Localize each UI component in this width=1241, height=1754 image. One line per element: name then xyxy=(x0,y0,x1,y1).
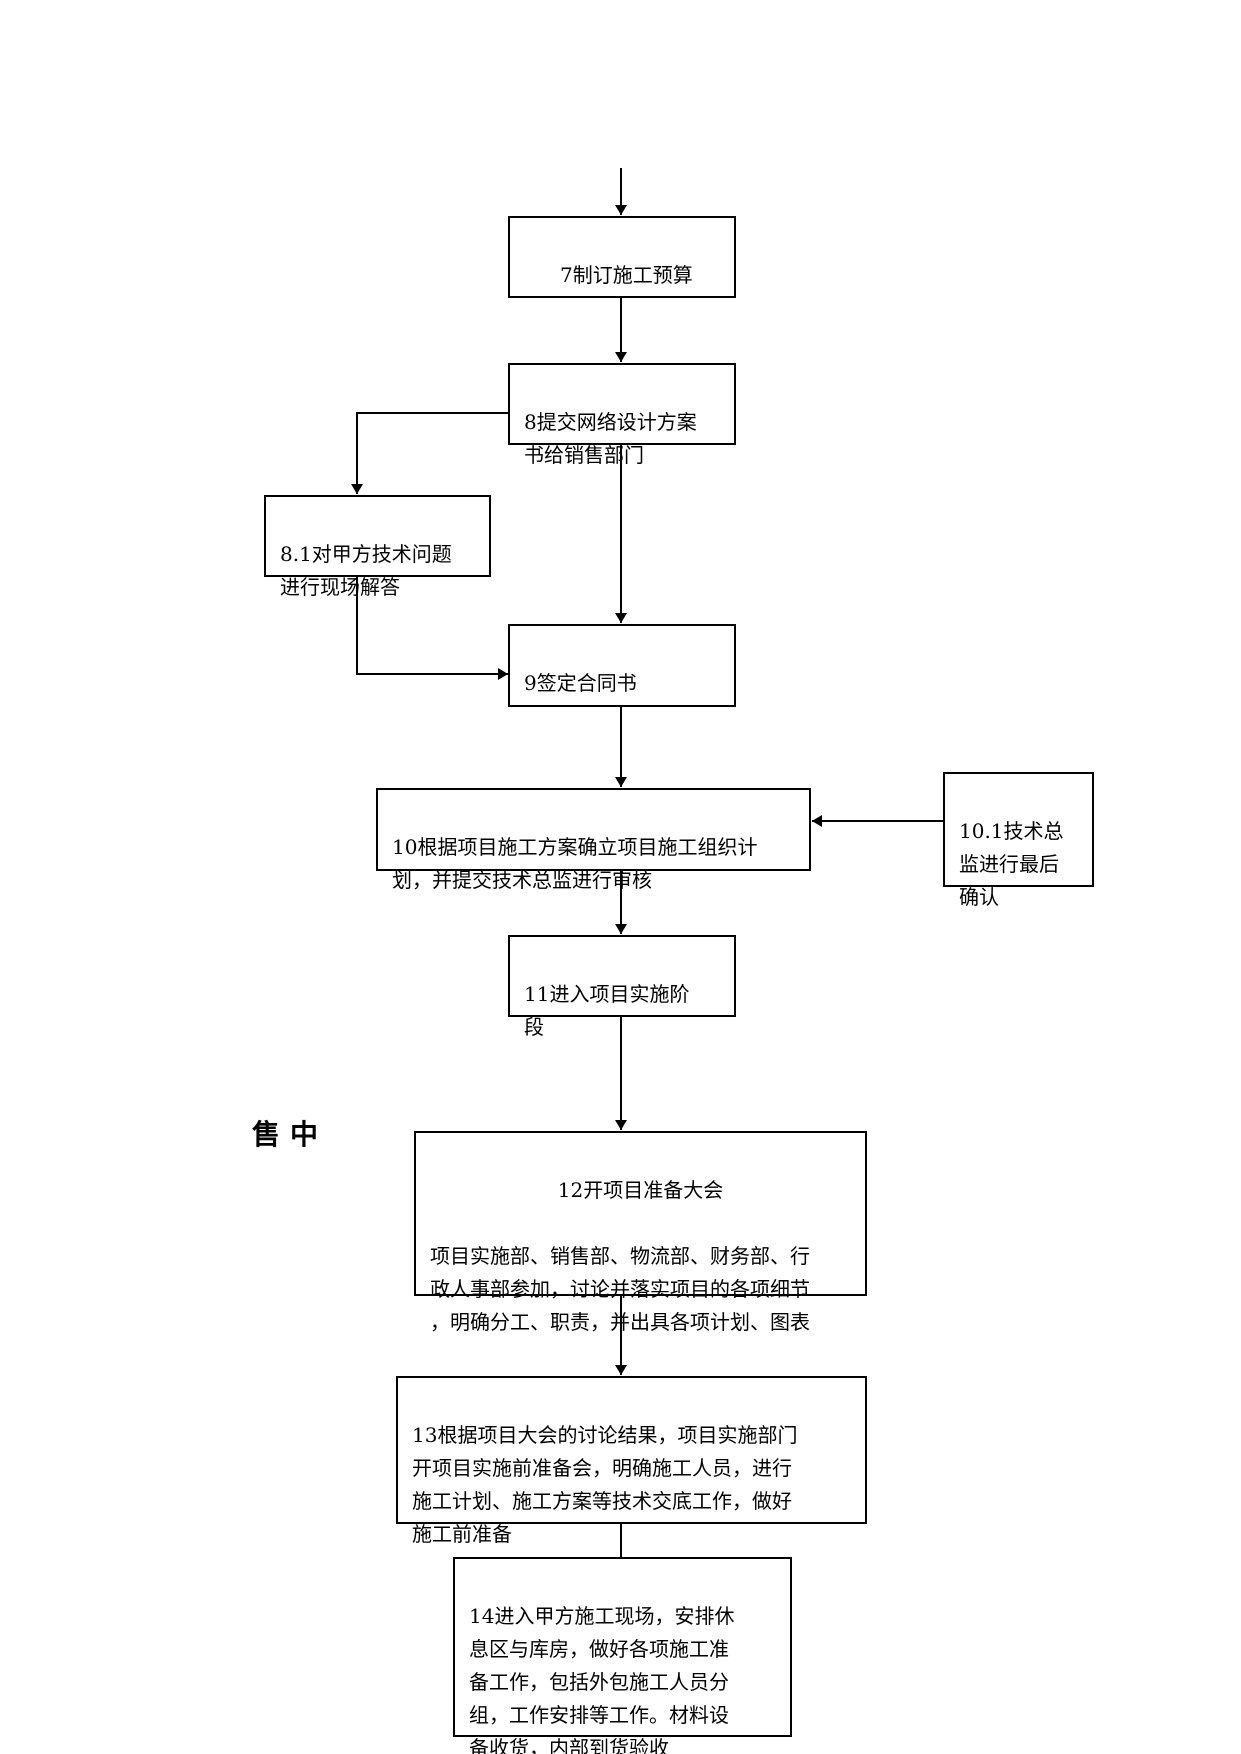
step-8-1-answer-questions: 8.1对甲方技术问题 进行现场解答 xyxy=(264,495,491,599)
step-10-organization-plan: 10根据项目施工方案确立项目施工组织计 划，并提交技术总监进行审核 xyxy=(376,788,811,892)
step-11-text: 11进入项目实施阶 段 xyxy=(524,982,690,1039)
arrow-8-to-8-1 xyxy=(351,412,508,494)
step-13-text: 13根据项目大会的讨论结果，项目实施部门 开项目实施前准备会，明确施工人员，进行… xyxy=(412,1423,798,1546)
step-14-text: 14进入甲方施工现场，安排休 息区与库房，做好各项施工准 备工作，包括外包施工人… xyxy=(469,1604,735,1754)
step-13-pre-implementation-meeting: 13根据项目大会的讨论结果，项目实施部门 开项目实施前准备会，明确施工人员，进行… xyxy=(396,1376,867,1546)
step-8-1-text: 8.1对甲方技术问题 进行现场解答 xyxy=(280,542,452,599)
step-8-submit-design: 8提交网络设计方案 书给销售部门 xyxy=(508,363,736,467)
step-9-text: 9签定合同书 xyxy=(524,671,637,695)
step-11-implementation-stage: 11进入项目实施阶 段 xyxy=(508,935,736,1039)
step-8-text: 8提交网络设计方案 书给销售部门 xyxy=(524,410,697,467)
phase-label-in-sale: 售中 xyxy=(252,1118,329,1151)
step-10-1-final-confirm: 10.1技术总 监进行最后 确认 xyxy=(943,772,1094,909)
step-12-preparation-meeting: 12开项目准备大会 项目实施部、销售部、物流部、财务部、行 政人事部参加，讨论并… xyxy=(414,1131,867,1334)
arrow-8-1-to-9 xyxy=(356,576,508,680)
step-10-1-text: 10.1技术总 监进行最后 确认 xyxy=(959,819,1064,909)
step-7-budget: 7制订施工预算 xyxy=(508,216,736,298)
step-12-body: 项目实施部、销售部、物流部、财务部、行 政人事部参加，讨论并落实项目的各项细节 … xyxy=(430,1244,810,1334)
step-14-enter-site: 14进入甲方施工现场，安排休 息区与库房，做好各项施工准 备工作，包括外包施工人… xyxy=(453,1557,792,1754)
step-7-text: 7制订施工预算 xyxy=(560,263,693,287)
step-10-text: 10根据项目施工方案确立项目施工组织计 划，并提交技术总监进行审核 xyxy=(392,835,758,892)
step-12-title: 12开项目准备大会 xyxy=(557,1178,724,1202)
step-9-sign-contract: 9签定合同书 xyxy=(508,624,736,707)
